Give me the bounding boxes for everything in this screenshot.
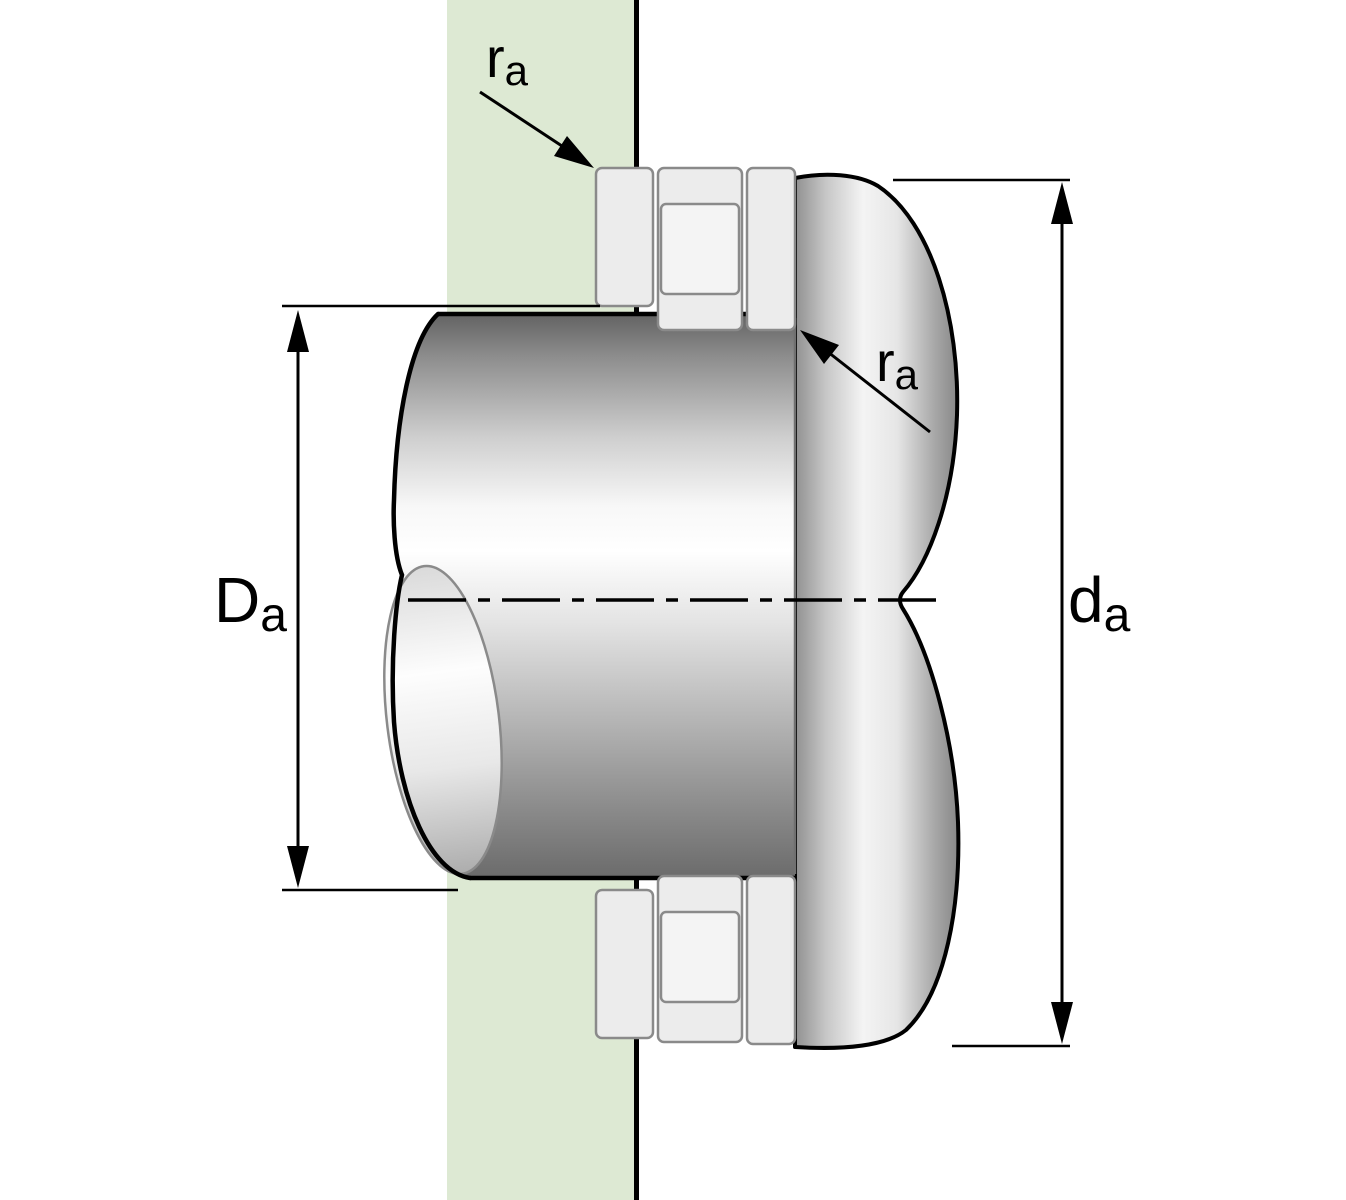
label-da: da <box>1068 568 1130 639</box>
da-arrow-down <box>1051 1002 1073 1044</box>
ra-top-arrow <box>554 136 594 168</box>
label-da-sub: a <box>1103 588 1131 642</box>
shaft-washer-rim-top <box>745 166 797 332</box>
label-ra-inner-base: r <box>876 330 895 393</box>
ra-top-leader <box>479 90 566 150</box>
label-Da-sub: a <box>260 588 287 642</box>
label-ra-top-base: r <box>486 26 505 89</box>
label-ra-inner-sub: a <box>894 350 919 398</box>
shaft-silhouette <box>390 311 473 881</box>
housing-washer-top <box>594 166 655 308</box>
shaft-washer-3d <box>793 172 961 1050</box>
ra-inner-arrow <box>800 330 839 364</box>
rolling-element-top <box>659 202 741 296</box>
rolling-element-bottom <box>659 910 741 1004</box>
label-ra-top-sub: a <box>504 46 529 94</box>
label-ra-top: ra <box>486 30 528 92</box>
dimension-annotations <box>282 90 1073 1048</box>
Da-arrow-up <box>287 310 309 352</box>
label-Da-base: D <box>214 564 261 636</box>
label-Da: Da <box>214 568 287 639</box>
housing-washer-bottom <box>594 888 655 1040</box>
label-da-base: d <box>1068 564 1104 636</box>
Da-arrow-down <box>287 846 309 888</box>
ra-inner-leader <box>827 350 931 434</box>
da-arrow-up <box>1051 182 1073 224</box>
shaft-washer-rim-bottom <box>745 874 797 1046</box>
label-ra-inner: ra <box>876 334 918 396</box>
bearing-section-top <box>594 166 797 332</box>
bearing-section-bottom <box>594 874 797 1046</box>
shaft <box>383 311 797 881</box>
